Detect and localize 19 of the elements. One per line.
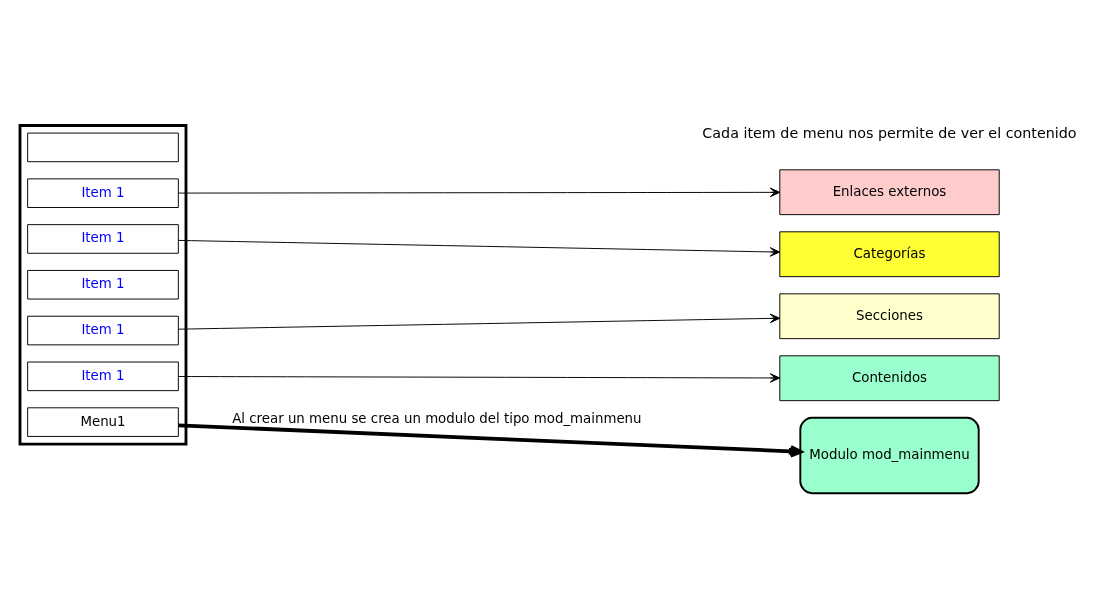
node-box xyxy=(27,132,179,163)
node-box: Menu1 xyxy=(27,407,179,437)
node-box: Contenidos xyxy=(779,355,1000,402)
label: Cada item de menu nos permite de ver el contenido xyxy=(702,125,1077,142)
node-box: Categorías xyxy=(779,231,1000,278)
node-box: Item 1 xyxy=(27,269,179,300)
edge-label: Al crear un menu se crea un modulo del tipo mod_mainmenu xyxy=(232,411,642,427)
arrow xyxy=(178,239,781,257)
node-box: Item 1 xyxy=(27,224,179,254)
node-box: Item 1 xyxy=(27,178,179,208)
node-box: Item 1 xyxy=(27,361,179,392)
node-box: Item 1 xyxy=(27,315,179,346)
arrow xyxy=(178,313,781,330)
node-box: Enlaces externos xyxy=(779,169,1000,216)
node-box: Secciones xyxy=(779,293,1000,340)
node-box: Modulo mod_mainmenu xyxy=(799,416,980,495)
arrow xyxy=(178,373,781,383)
cluster xyxy=(18,124,188,446)
arrow xyxy=(178,187,781,198)
